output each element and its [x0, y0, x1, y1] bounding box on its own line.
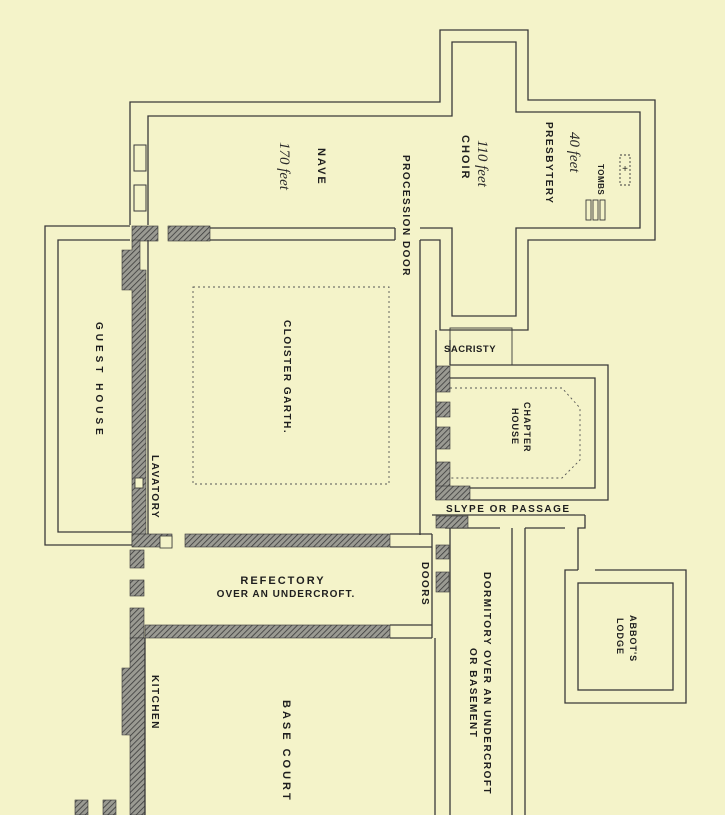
slype-label: SLYPE OR PASSAGE	[446, 504, 571, 515]
base-court-label: BASE COURT	[280, 700, 292, 803]
nave-label: NAVE	[315, 148, 327, 186]
cloister-garth-label: CLOISTER GARTH.	[281, 320, 292, 434]
cloister	[121, 239, 432, 549]
cloister-garth-outline	[192, 286, 390, 485]
abbots-lodge	[564, 569, 687, 704]
tombs-label: TOMBS	[596, 164, 605, 195]
west-range-wall	[121, 239, 147, 546]
kitchen-base-court	[74, 637, 146, 815]
refectory-label-2: OVER AN UNDERCROFT.	[217, 589, 356, 600]
chapter-house-apse	[450, 387, 581, 479]
procession-door-label: PROCESSION DOOR	[400, 155, 411, 277]
abbots-lodge-label-1: ABBOT'S	[628, 615, 638, 662]
dormitory-label-1: DORMITORY OVER AN UNDERCROFT	[481, 572, 492, 795]
slype	[432, 514, 586, 570]
tombs-marks: +	[585, 154, 631, 221]
chapter-house-label-1: CHAPTER	[522, 402, 532, 453]
nave-pier	[167, 225, 211, 242]
svg-text:+: +	[622, 164, 628, 175]
west-pier	[131, 225, 159, 242]
refectory-north-wall	[184, 533, 391, 548]
doors-label: DOORS	[419, 562, 430, 606]
nave-length-label: 170 feet	[276, 142, 292, 191]
east-range	[435, 327, 609, 501]
dormitory	[434, 528, 526, 815]
church-walls	[129, 29, 656, 331]
church-inner-wall	[147, 41, 641, 317]
refectory-south-wall	[144, 624, 391, 639]
kitchen-label: KITCHEN	[149, 675, 160, 730]
choir-label: CHOIR	[459, 135, 471, 180]
church-outer-wall	[129, 29, 656, 331]
kitchen-wall	[121, 637, 146, 815]
lavatory-label: LAVATORY	[149, 455, 160, 519]
presbytery-label: PRESBYTERY	[543, 122, 554, 204]
presbytery-length-label: 40 feet	[566, 132, 582, 173]
guest-house-label: GUEST HOUSE	[93, 322, 104, 439]
refectory-label-1: REFECTORY	[240, 575, 325, 587]
chapter-house-label-2: HOUSE	[510, 408, 520, 445]
dormitory-label-2: OR BASEMENT	[467, 648, 478, 738]
choir-length-label: 110 feet	[474, 140, 490, 188]
abbots-lodge-label-2: LODGE	[615, 618, 625, 655]
sacristy-label: SACRISTY	[444, 344, 496, 355]
refectory	[129, 534, 433, 639]
guest-house	[44, 225, 144, 546]
